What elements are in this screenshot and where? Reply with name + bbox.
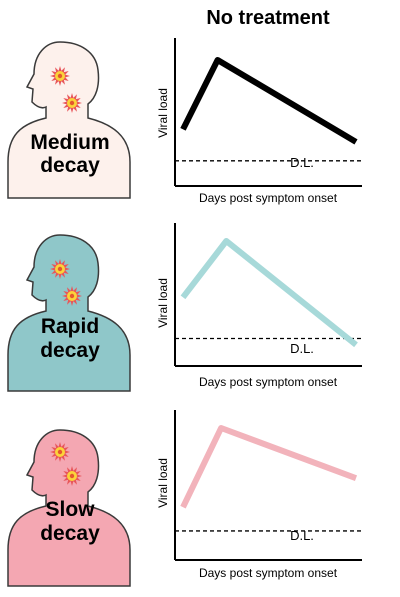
virus-core (57, 449, 63, 455)
panel-2: Rapid decay D.L. Viral load Days post sy… (7, 223, 362, 392)
y-axis-label: Viral load (156, 278, 170, 328)
person-label-line-1: Slow (45, 498, 95, 521)
virus-icon (62, 466, 82, 486)
person-label-line-2: decay (40, 522, 100, 545)
x-axis-label: Days post symptom onset (199, 566, 338, 580)
person-silhouette (7, 429, 131, 587)
virus-icon (62, 93, 82, 113)
virus-icon (62, 286, 82, 306)
detection-limit-label: D.L. (290, 341, 314, 356)
x-axis-label: Days post symptom onset (199, 375, 338, 389)
detection-limit-label: D.L. (290, 155, 314, 170)
figure-title: No treatment (206, 7, 330, 29)
y-axis-label: Viral load (156, 458, 170, 508)
virus-icon (50, 442, 70, 462)
virus-core (69, 293, 75, 299)
virus-core (57, 266, 63, 272)
virus-core (69, 473, 75, 479)
virus-core (57, 73, 63, 79)
person-label-line-1: Medium (30, 131, 109, 154)
person-label-line-1: Rapid (41, 315, 99, 338)
virus-icon (50, 259, 70, 279)
person-silhouette (7, 234, 131, 392)
person-silhouette (7, 41, 131, 199)
person-label-line-2: decay (40, 339, 100, 362)
virus-icon (50, 66, 70, 86)
detection-limit-label: D.L. (290, 528, 314, 543)
person-label-line-2: decay (40, 154, 100, 177)
virus-core (69, 100, 75, 106)
viral-load-curve (180, 57, 358, 145)
y-axis-label: Viral load (156, 88, 170, 138)
x-axis-label: Days post symptom onset (199, 191, 338, 205)
panel-1: Medium decay D.L. Viral load Days post s… (7, 38, 362, 205)
viral-load-curve (180, 238, 358, 348)
panel-3: Slow decay D.L. Viral load Days post sym… (7, 410, 362, 587)
viral-load-curve (180, 425, 358, 509)
